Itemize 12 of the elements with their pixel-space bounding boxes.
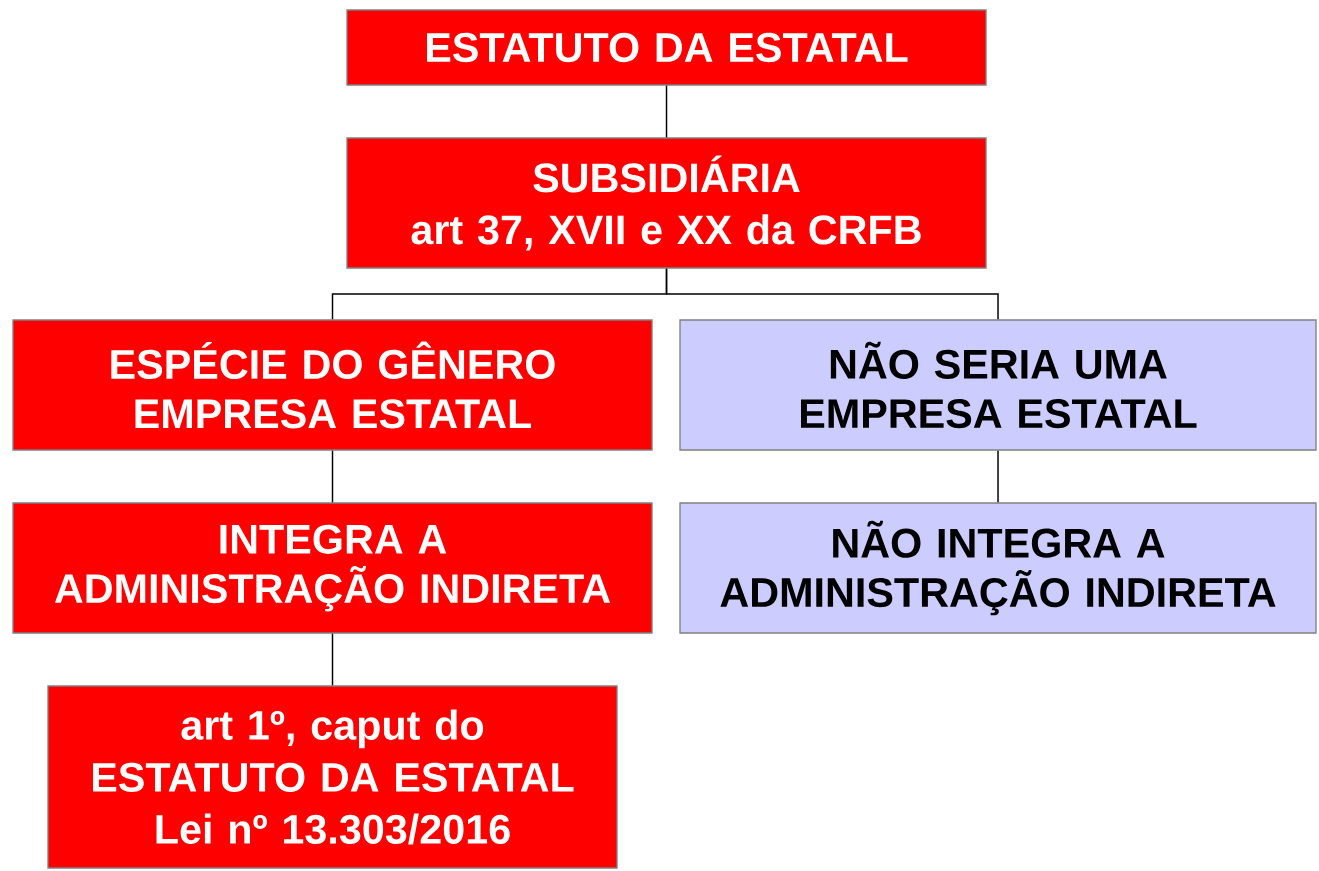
process-box: SUBSIDIÁRIA art 37, XVII e XX da CRFB <box>346 137 987 269</box>
process-box: ESTATUTO DA ESTATAL <box>346 9 987 86</box>
connector-line <box>331 449 334 504</box>
process-box: art 1º, caput do ESTATUTO DA ESTATAL Lei nº 13.303/2016 <box>47 685 618 869</box>
process-box: ESPÉCIE DO GÊNERO EMPRESA ESTATAL <box>12 319 653 451</box>
process-box: NÃO SERIA UMA EMPRESA ESTATAL <box>679 319 1317 451</box>
process-box: INTEGRA A ADMINISTRAÇÃO INDIRETA <box>12 502 653 634</box>
connector-line <box>665 84 668 139</box>
connector-line <box>331 632 334 687</box>
process-box: NÃO INTEGRA A ADMINISTRAÇÃO INDIRETA <box>679 502 1317 634</box>
connector-line <box>997 449 999 504</box>
connector-line <box>665 267 999 321</box>
